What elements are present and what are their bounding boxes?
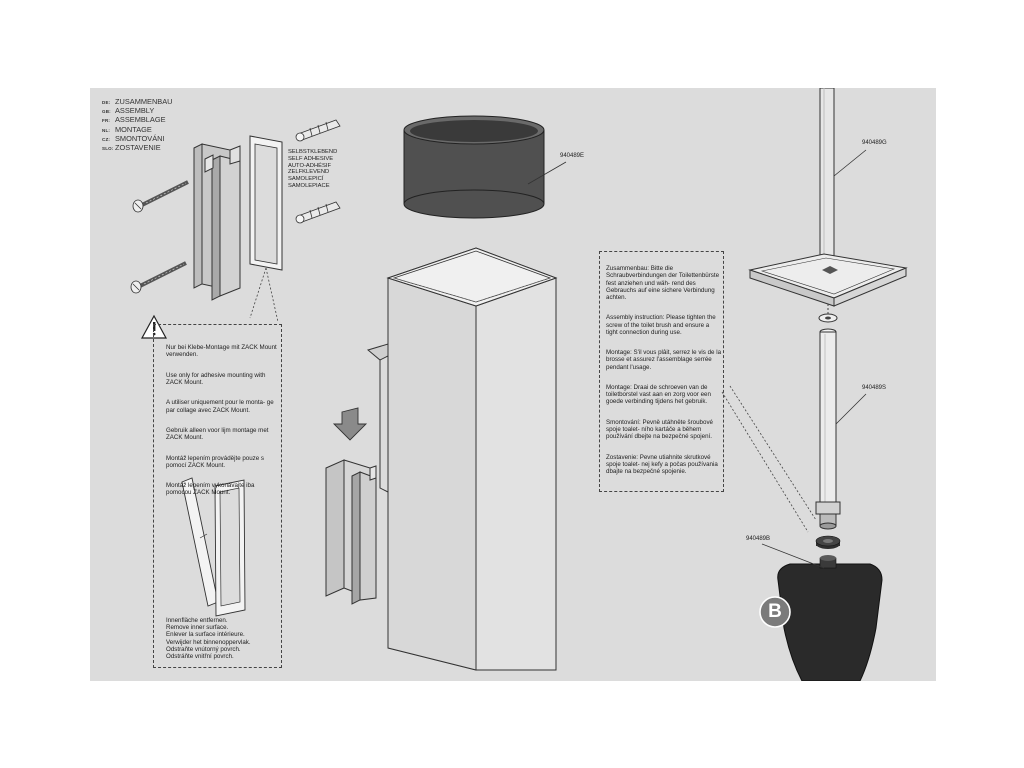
instruction-text-slo: Zostavenie: Pevne utiahnite skrutkové sp… [606,453,718,476]
adhesive-label: SAMOLEPIACE [288,182,330,189]
language-row: SLO:ZOSTAVENIE [102,143,161,153]
connector-nut [815,535,841,549]
brush-head [777,555,883,681]
down-arrow-icon [332,407,368,441]
adhesive-label: SAMOLEPICÍ [288,176,324,183]
adhesive-label: AUTO-ADHÉSIF [288,162,332,169]
adhesive-label: SELBSTKLEBEND [288,149,338,155]
assembly-sheet: DE:ZUSAMMENBAU GB:ASSEMBLY FR:ASSEMBLAGE… [90,88,936,681]
warning-text-nl: Gebruik alleen voor lijm montage met ZAC… [166,427,269,442]
warning-text-gb: Use only for adhesive mounting with ZACK… [166,371,266,387]
adhesive-label-list: SELBSTKLEBEND SELF ADHESIVE AUTO-ADHÉSIF… [288,149,337,190]
adhesive-pad [249,135,283,271]
warning-text-de: Nur bei Klebe-Montage mit ZACK Mount ver… [166,344,277,359]
assembly-instructions-box: Zusammenbau: Bitte die Schraubverbindung… [599,251,724,492]
insert-cylinder [403,115,545,219]
instruction-text-cz: Smontování: Pevně utáhněte šroubové spoj… [606,418,713,441]
dowel-upper [295,119,341,142]
instruction-text-fr: Montage: S'il vous plâit, serrez le vis … [606,349,722,371]
part-ref-handle-top: 940489G [862,140,887,146]
washer [818,313,838,323]
handle-rod-middle [815,328,841,530]
warning-text-cz: Montáž lepením provádějte pouze s pomocí… [166,454,265,469]
language-row: DE:ZUSAMMENBAU [102,97,173,106]
language-row: CZ:SMONTOVÁNI [102,133,165,143]
language-list: DE:ZUSAMMENBAU GB:ASSEMBLY FR:ASSEMBLAGE… [102,97,173,153]
bracket-insertion [325,459,377,605]
part-ref-insert: 940489E [560,153,585,159]
part-ref-brush-head: 940489B [746,536,771,542]
assembly-illustration [130,88,908,681]
instruction-text-gb: Assembly instruction: Please tighten the… [606,314,716,336]
instruction-text-de: Zusammenbau: Bitte die Schraubverbindung… [606,265,720,302]
remove-surface-text: Innenfläche entfernen. Remove inner surf… [166,617,251,661]
brush-housing [366,247,558,671]
language-row: GB:ASSEMBLY [102,106,155,116]
language-row: FR:ASSEMBLAGE [102,115,166,125]
warning-text-fr: A utiliser uniquement pour le monta- ge … [166,399,274,414]
adhesive-label: ZELFKLEVEND [288,169,330,176]
screw-lower [130,261,187,294]
language-row: NL:MONTAGE [102,124,152,134]
dowel-lower [295,201,341,224]
brush-badge [759,596,791,628]
adhesive-label: SELF ADHESIVE [288,155,334,162]
warning-text-slo: Montáž lepením vykonávajte iba pomocou Z… [166,482,255,497]
handle-rod-top [819,88,835,265]
part-ref-handle-mid: 940489S [862,385,887,391]
wall-bracket [193,143,241,301]
adhesive-warning-box: Nur bei Klebe-Montage mit ZACK Mount ver… [153,324,282,668]
lid-plate [748,253,908,307]
brush-badge-label: B [768,601,782,622]
instruction-text-nl: Montage: Draai de schroeven van de toile… [606,384,711,406]
pad-removal-illustration [181,477,246,617]
screw-upper [132,180,189,213]
